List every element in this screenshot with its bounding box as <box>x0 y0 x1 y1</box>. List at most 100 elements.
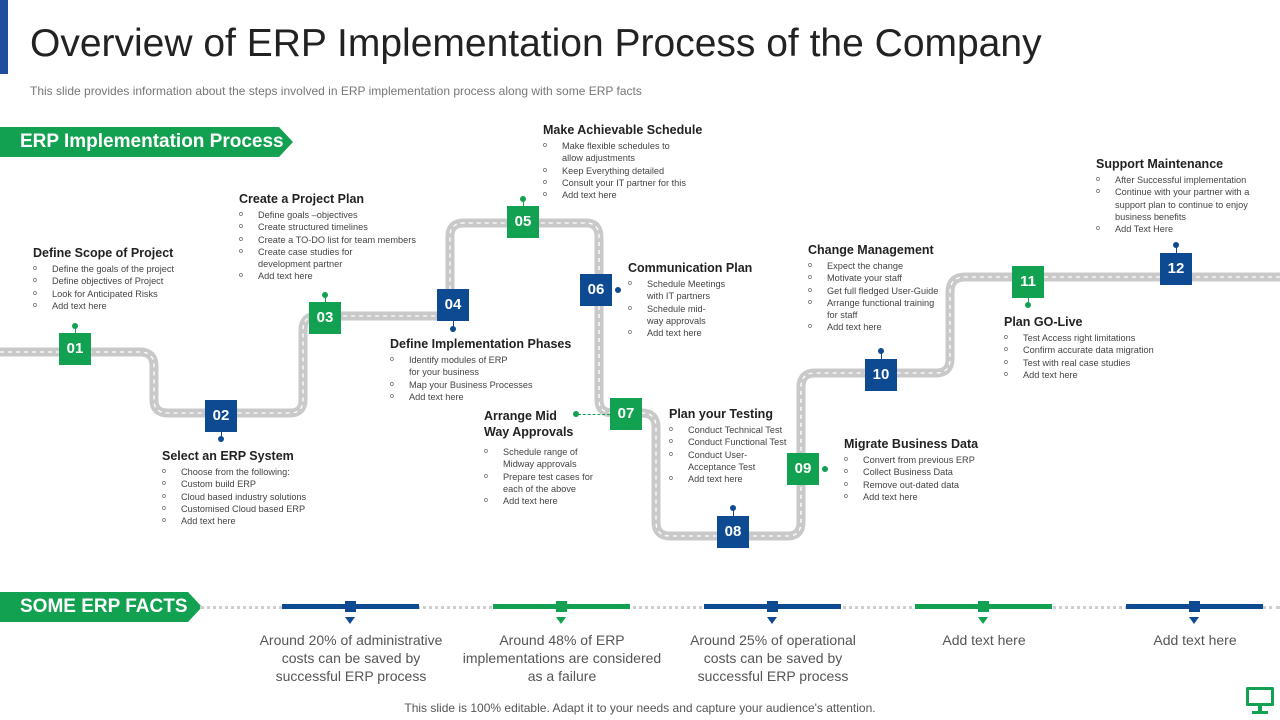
step-09-bullet: Convert from previous ERP <box>844 454 994 467</box>
step-05-badge: 05 <box>507 206 539 238</box>
fact-3-pointer <box>767 617 777 624</box>
step-04-block: Define Implementation Phases Identify mo… <box>390 337 571 403</box>
step-10-badge: 10 <box>865 359 897 391</box>
step-08-block: Plan your Testing Conduct Technical Test… <box>669 407 799 486</box>
step-01-title: Define Scope of Project <box>33 246 174 260</box>
step-05-bullet: Add text here <box>543 189 713 202</box>
fact-1-pointer <box>345 617 355 624</box>
connector-dot-12 <box>1173 242 1179 248</box>
connector-dot-07 <box>573 411 579 417</box>
step-02-badge: 02 <box>205 400 237 432</box>
fact-5-text: Add text here <box>1153 632 1237 648</box>
fact-1-marker <box>345 601 356 612</box>
step-10-bullet: Arrange functional training for staff <box>808 297 945 322</box>
connector-11 <box>1028 296 1029 304</box>
step-09-title: Migrate Business Data <box>844 437 979 451</box>
step-11-bullet: Confirm accurate data migration <box>1004 344 1174 357</box>
process-banner: ERP Implementation Process <box>0 127 293 157</box>
step-04-badge: 04 <box>437 289 469 321</box>
fact-4-marker <box>978 601 989 612</box>
step-08-bullet: Add text here <box>669 473 799 486</box>
step-01-bullet: Add text here <box>33 300 193 313</box>
step-05-bullet: Keep Everything detailed <box>543 165 713 178</box>
step-11-title: Plan GO-Live <box>1004 315 1083 329</box>
connector-07 <box>578 414 610 415</box>
step-02-block: Select an ERP System Choose from the fol… <box>162 449 322 528</box>
step-01-block: Define Scope of Project Define the goals… <box>33 246 193 312</box>
step-09-bullet: Add text here <box>844 491 994 504</box>
step-08-badge: 08 <box>717 516 749 548</box>
connector-dot-05 <box>520 196 526 202</box>
step-11-bullet: Test with real case studies <box>1004 357 1174 370</box>
step-03-title: Create a Project Plan <box>239 192 365 206</box>
step-10-bullet: Expect the change <box>808 260 958 273</box>
step-06-badge: 06 <box>580 274 612 306</box>
page-subtitle: This slide provides information about th… <box>30 84 642 98</box>
connector-dot-01 <box>72 323 78 329</box>
step-01-bullet: Define the goals of the project <box>33 263 193 276</box>
connector-05 <box>523 199 524 207</box>
step-07-bullet: Add text here <box>484 495 604 508</box>
step-11-bullet: Test Access right limitations <box>1004 332 1174 345</box>
connector-dot-02 <box>218 436 224 442</box>
step-09-bullet: Remove out-dated data <box>844 479 994 492</box>
step-12-bullet: Continue with your partner with a suppor… <box>1096 186 1255 223</box>
step-08-bullet: Conduct Technical Test <box>669 424 799 437</box>
step-08-bullet: Conduct Functional Test <box>669 436 799 449</box>
step-02-bullet: Cloud based industry solutions <box>162 491 322 504</box>
step-11-block: Plan GO-Live Test Access right limitatio… <box>1004 315 1174 381</box>
connector-02 <box>221 430 222 438</box>
step-10-bullet: Get full fledged User-Guide <box>808 285 958 298</box>
monitor-icon <box>1246 687 1274 714</box>
fact-4-text: Add text here <box>942 632 1026 648</box>
step-01-badge: 01 <box>59 333 91 365</box>
connector-12 <box>1176 245 1177 253</box>
step-07-badge: 07 <box>610 398 642 430</box>
step-05-bullet: Consult your IT partner for this <box>543 177 713 190</box>
connector-dot-06 <box>615 287 621 293</box>
step-03-bullet: Define goals –objectives <box>239 209 429 222</box>
step-06-block: Communication Plan Schedule Meetings wit… <box>628 261 758 340</box>
step-02-bullet: Customised Cloud based ERP <box>162 503 322 516</box>
connector-dot-04 <box>450 326 456 332</box>
step-06-title: Communication Plan <box>628 261 753 275</box>
step-09-block: Migrate Business Data Convert from previ… <box>844 437 994 503</box>
step-07-title: Arrange Mid Way Approvals <box>484 409 574 439</box>
step-07-block: Arrange Mid Way Approvals Schedule range… <box>484 408 604 508</box>
step-12-badge: 12 <box>1160 253 1192 285</box>
step-06-bullet: Schedule mid-way approvals <box>628 303 722 328</box>
fact-2-text: Around 48% of ERP implementations are co… <box>462 632 662 684</box>
step-01-bullet: Look for Anticipated Risks <box>33 288 193 301</box>
step-12-bullet: Add Text Here <box>1096 223 1271 236</box>
step-12-title: Support Maintenance <box>1096 157 1224 171</box>
step-02-bullet: Add text here <box>162 515 322 528</box>
fact-2-pointer <box>556 617 566 624</box>
connector-dot-09 <box>822 466 828 472</box>
step-10-bullet: Motivate your staff <box>808 272 958 285</box>
step-11-bullet: Add text here <box>1004 369 1174 382</box>
footer-note: This slide is 100% editable. Adapt it to… <box>404 701 876 715</box>
step-09-bullet: Collect Business Data <box>844 466 994 479</box>
fact-3-marker <box>767 601 778 612</box>
step-07-bullet: Prepare test cases for each of the above <box>484 471 608 496</box>
step-06-bullet: Schedule Meetings with IT partners <box>628 278 732 303</box>
step-02-bullet: Choose from the following: <box>162 466 322 479</box>
step-10-bullet: Add text here <box>808 321 958 334</box>
step-08-title: Plan your Testing <box>669 407 773 421</box>
fact-1-text: Around 20% of administrative costs can b… <box>259 632 443 684</box>
step-12-block: Support Maintenance After Successful imp… <box>1096 157 1271 236</box>
step-04-bullet: Identify modules of ERP for your busines… <box>390 354 519 379</box>
step-05-bullet: Make flexible schedules to allow adjustm… <box>543 140 682 165</box>
step-10-title: Change Management <box>808 243 934 257</box>
connector-10 <box>881 351 882 359</box>
step-05-block: Make Achievable Schedule Make flexible s… <box>543 123 713 202</box>
step-06-bullet: Add text here <box>628 327 758 340</box>
step-08-bullet: Conduct User-Acceptance Test <box>669 449 768 474</box>
step-10-block: Change Management Expect the change Moti… <box>808 243 958 334</box>
step-03-bullet: Create case studies for development part… <box>239 246 363 271</box>
connector-dot-11 <box>1025 302 1031 308</box>
connector-03 <box>325 296 326 304</box>
connector-dot-03 <box>322 292 328 298</box>
connector-08 <box>733 508 734 516</box>
